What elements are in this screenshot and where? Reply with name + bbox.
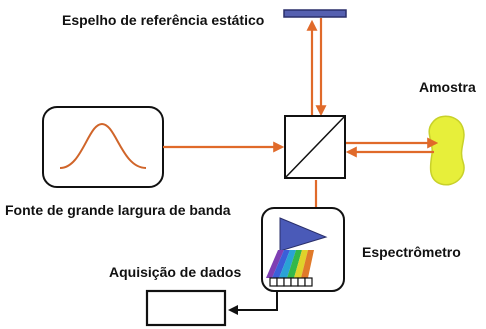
gaussian-spectrum-curve: [59, 122, 147, 169]
source-label: Fonte de grande largura de banda: [5, 202, 231, 218]
detector-array: [269, 277, 313, 287]
sample-blob: [428, 115, 465, 186]
data-link-arrow: [228, 290, 278, 315]
reference-mirror: [283, 9, 347, 18]
acquisition-label: Aquisição de dados: [109, 264, 242, 280]
beam-splitter-diagonal: [284, 115, 346, 179]
dispersed-spectrum: [266, 250, 314, 278]
source-box: [42, 106, 164, 188]
prism: [279, 217, 328, 252]
acquisition-box: [145, 289, 227, 327]
mirror-label: Espelho de referência estático: [62, 12, 265, 28]
spectrometer-label: Espectrômetro: [362, 244, 461, 260]
sample-label: Amostra: [419, 79, 476, 95]
